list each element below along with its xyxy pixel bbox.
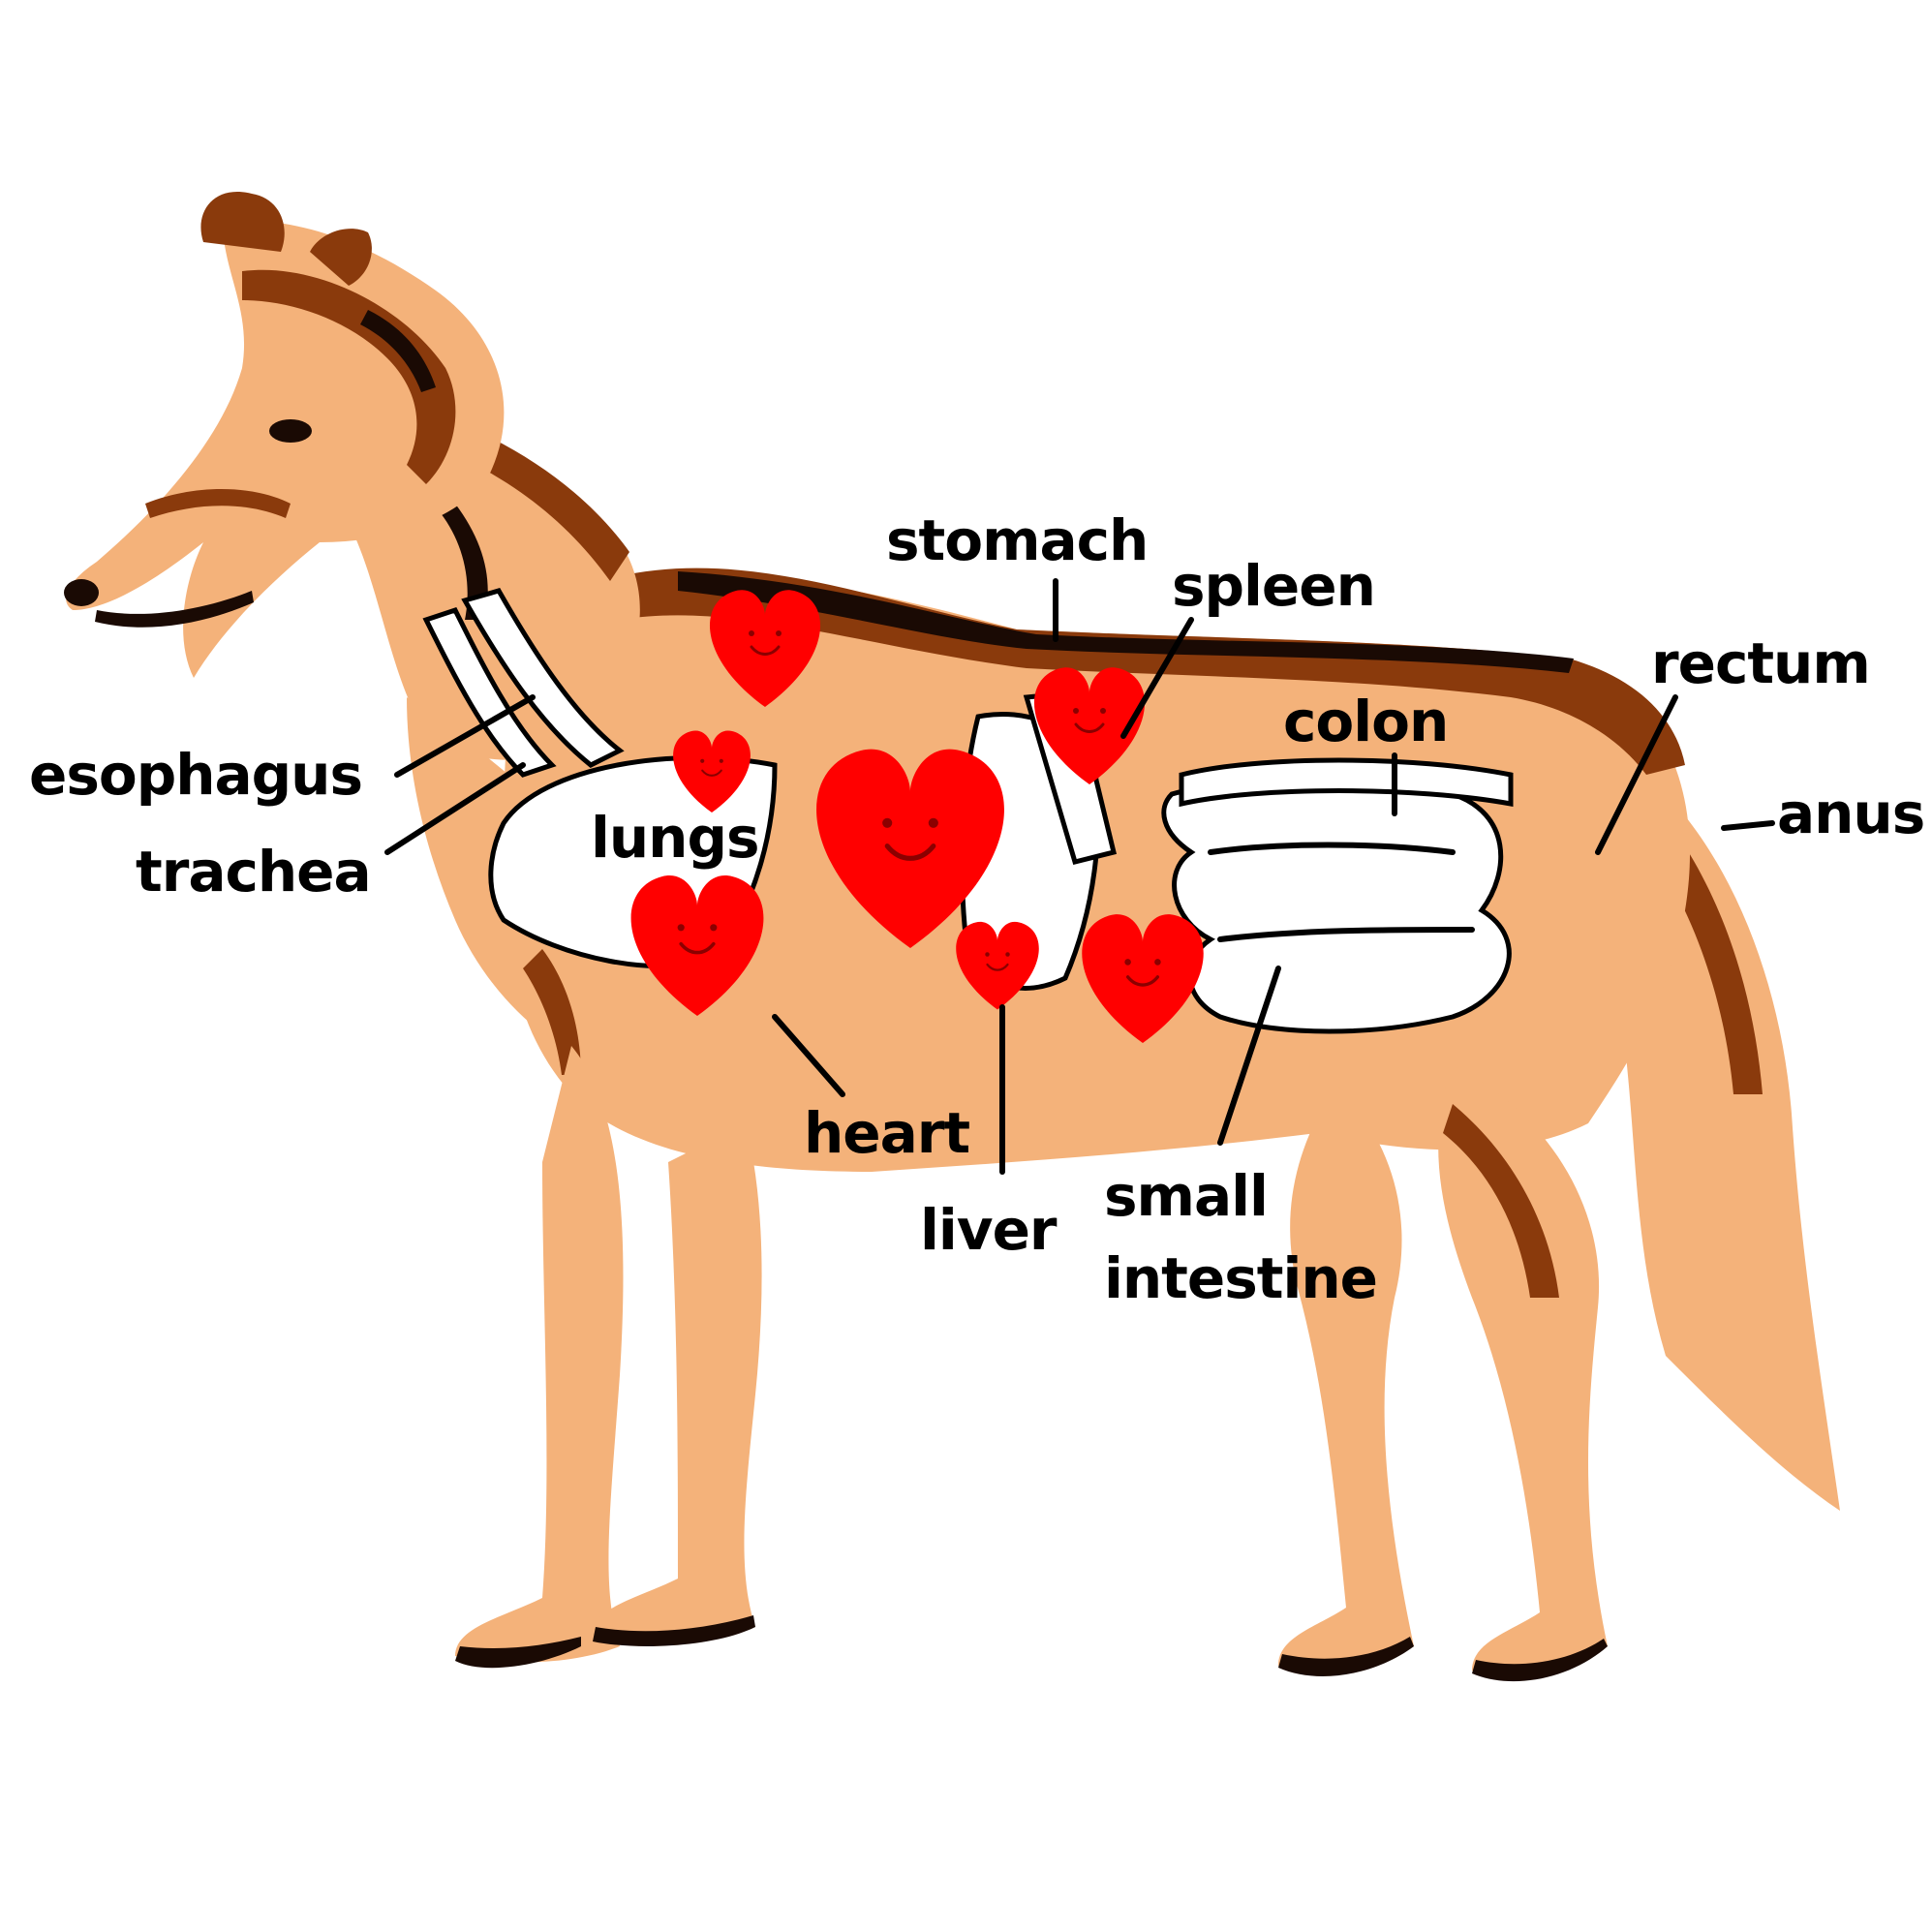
label-heart: heart [804,1100,969,1166]
label-stomach: stomach [886,507,1148,573]
smiling-heart-icon [709,590,821,707]
dog-eye [269,419,312,443]
esophagus-organ [422,606,557,778]
esophagus-leader [394,694,536,778]
dog-tail [1618,775,1840,1511]
smiling-heart-icon [816,749,1004,948]
small-intestine-leader [1217,966,1281,1146]
spleen-leader [1120,617,1194,739]
dog-ear [200,192,285,252]
dog-nose [64,579,99,606]
labels: stomach spleen rectum colon anus esophag… [29,507,1925,1311]
small-intestine-organ [1161,777,1512,1034]
smiling-heart-icon [630,875,764,1016]
leader-lines [384,578,1775,1175]
label-colon: colon [1283,689,1448,754]
label-anus: anus [1777,781,1924,846]
smiling-heart-icon [1082,914,1204,1043]
label-lungs: lungs [591,805,759,871]
colon-organ [1179,757,1514,808]
label-liver: liver [920,1197,1058,1263]
dog-illustration [64,192,1840,1682]
label-small: small [1104,1163,1268,1229]
rectum-leader [1595,694,1678,855]
trachea-organ [461,588,625,768]
dog-front-leg-near [591,1123,762,1643]
trachea-leader [384,762,526,855]
smiling-heart-icon [1033,667,1146,784]
heart-leader [772,1014,845,1097]
heart-decorations [630,590,1204,1043]
label-trachea: trachea [136,839,371,905]
label-esophagus: esophagus [29,742,362,808]
dog-front-leg-far [455,1046,624,1663]
anus-leader [1721,820,1775,831]
label-intestine: intestine [1104,1245,1377,1311]
dog-mouth [95,591,254,628]
smiling-heart-icon [673,730,751,813]
dog-hind-leg-far [1278,1085,1414,1674]
dog-hind-leg-near [1438,1065,1608,1677]
smiling-heart-icon [956,921,1039,1010]
label-rectum: rectum [1651,630,1870,696]
label-spleen: spleen [1172,553,1375,619]
